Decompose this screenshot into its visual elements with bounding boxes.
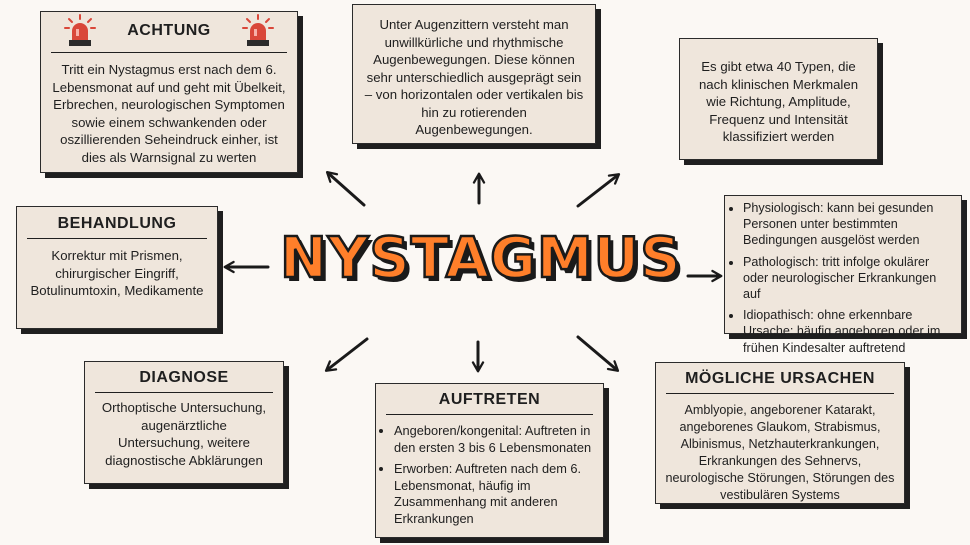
list-item: Idiopathisch: ohne erkennbare Ursache; h…	[743, 307, 955, 356]
arrow-up-left	[325, 171, 366, 207]
definition-text: Unter Augenzittern versteht man unwillkü…	[364, 17, 584, 137]
diagnose-card: DIAGNOSE Orthoptische Untersuchung, auge…	[84, 361, 284, 484]
definition-card: Unter Augenzittern versteht man unwillkü…	[352, 4, 596, 144]
achtung-text: Tritt ein Nystagmus erst nach dem 6. Leb…	[52, 62, 286, 165]
arrow-down-right	[576, 335, 620, 372]
formen-list: Physiologisch: kann bei gesunden Persone…	[725, 200, 961, 356]
arrow-down-left	[324, 337, 369, 372]
ursachen-heading: MÖGLICHE URSACHEN	[685, 370, 875, 387]
ursachen-text: Amblyopie, angeborener Katarakt, angebor…	[665, 403, 895, 502]
typen-card: Es gibt etwa 40 Typen, die nach klinisch…	[679, 38, 878, 160]
auftreten-list: Angeboren/kongenital: Auftreten in den e…	[376, 423, 603, 528]
ursachen-card: MÖGLICHE URSACHEN Amblyopie, angeborener…	[655, 362, 905, 504]
behandlung-heading: BEHANDLUNG	[57, 215, 177, 232]
list-item: Physiologisch: kann bei gesunden Persone…	[743, 200, 955, 249]
arrow-up-right	[576, 173, 621, 208]
siren-icon	[63, 14, 97, 53]
list-item: Erworben: Auftreten nach dem 6. Lebensmo…	[394, 461, 597, 527]
list-item: Pathologisch: tritt infolge okulärer ode…	[743, 254, 955, 303]
siren-icon	[241, 14, 275, 53]
achtung-card: ACHTUNG Tritt ein Nystagmus erst nach de…	[40, 11, 298, 173]
formen-card: Physiologisch: kann bei gesunden Persone…	[724, 195, 962, 355]
auftreten-card: AUFTRETEN Angeboren/kongenital: Auftrete…	[375, 383, 604, 538]
list-item: Angeboren/kongenital: Auftreten in den e…	[394, 423, 597, 456]
main-title: NYSTAGMUS	[279, 225, 682, 293]
achtung-heading: ACHTUNG	[127, 22, 211, 39]
behandlung-text: Korrektur mit Prismen, chirurgischer Ein…	[30, 248, 204, 298]
typen-text: Es gibt etwa 40 Typen, die nach klinisch…	[698, 59, 859, 144]
diagnose-heading: DIAGNOSE	[139, 369, 229, 386]
diagnose-text: Orthoptische Untersuchung, augenärztlich…	[101, 400, 267, 468]
auftreten-heading: AUFTRETEN	[438, 391, 541, 408]
behandlung-card: BEHANDLUNG Korrektur mit Prismen, chirur…	[16, 206, 218, 329]
